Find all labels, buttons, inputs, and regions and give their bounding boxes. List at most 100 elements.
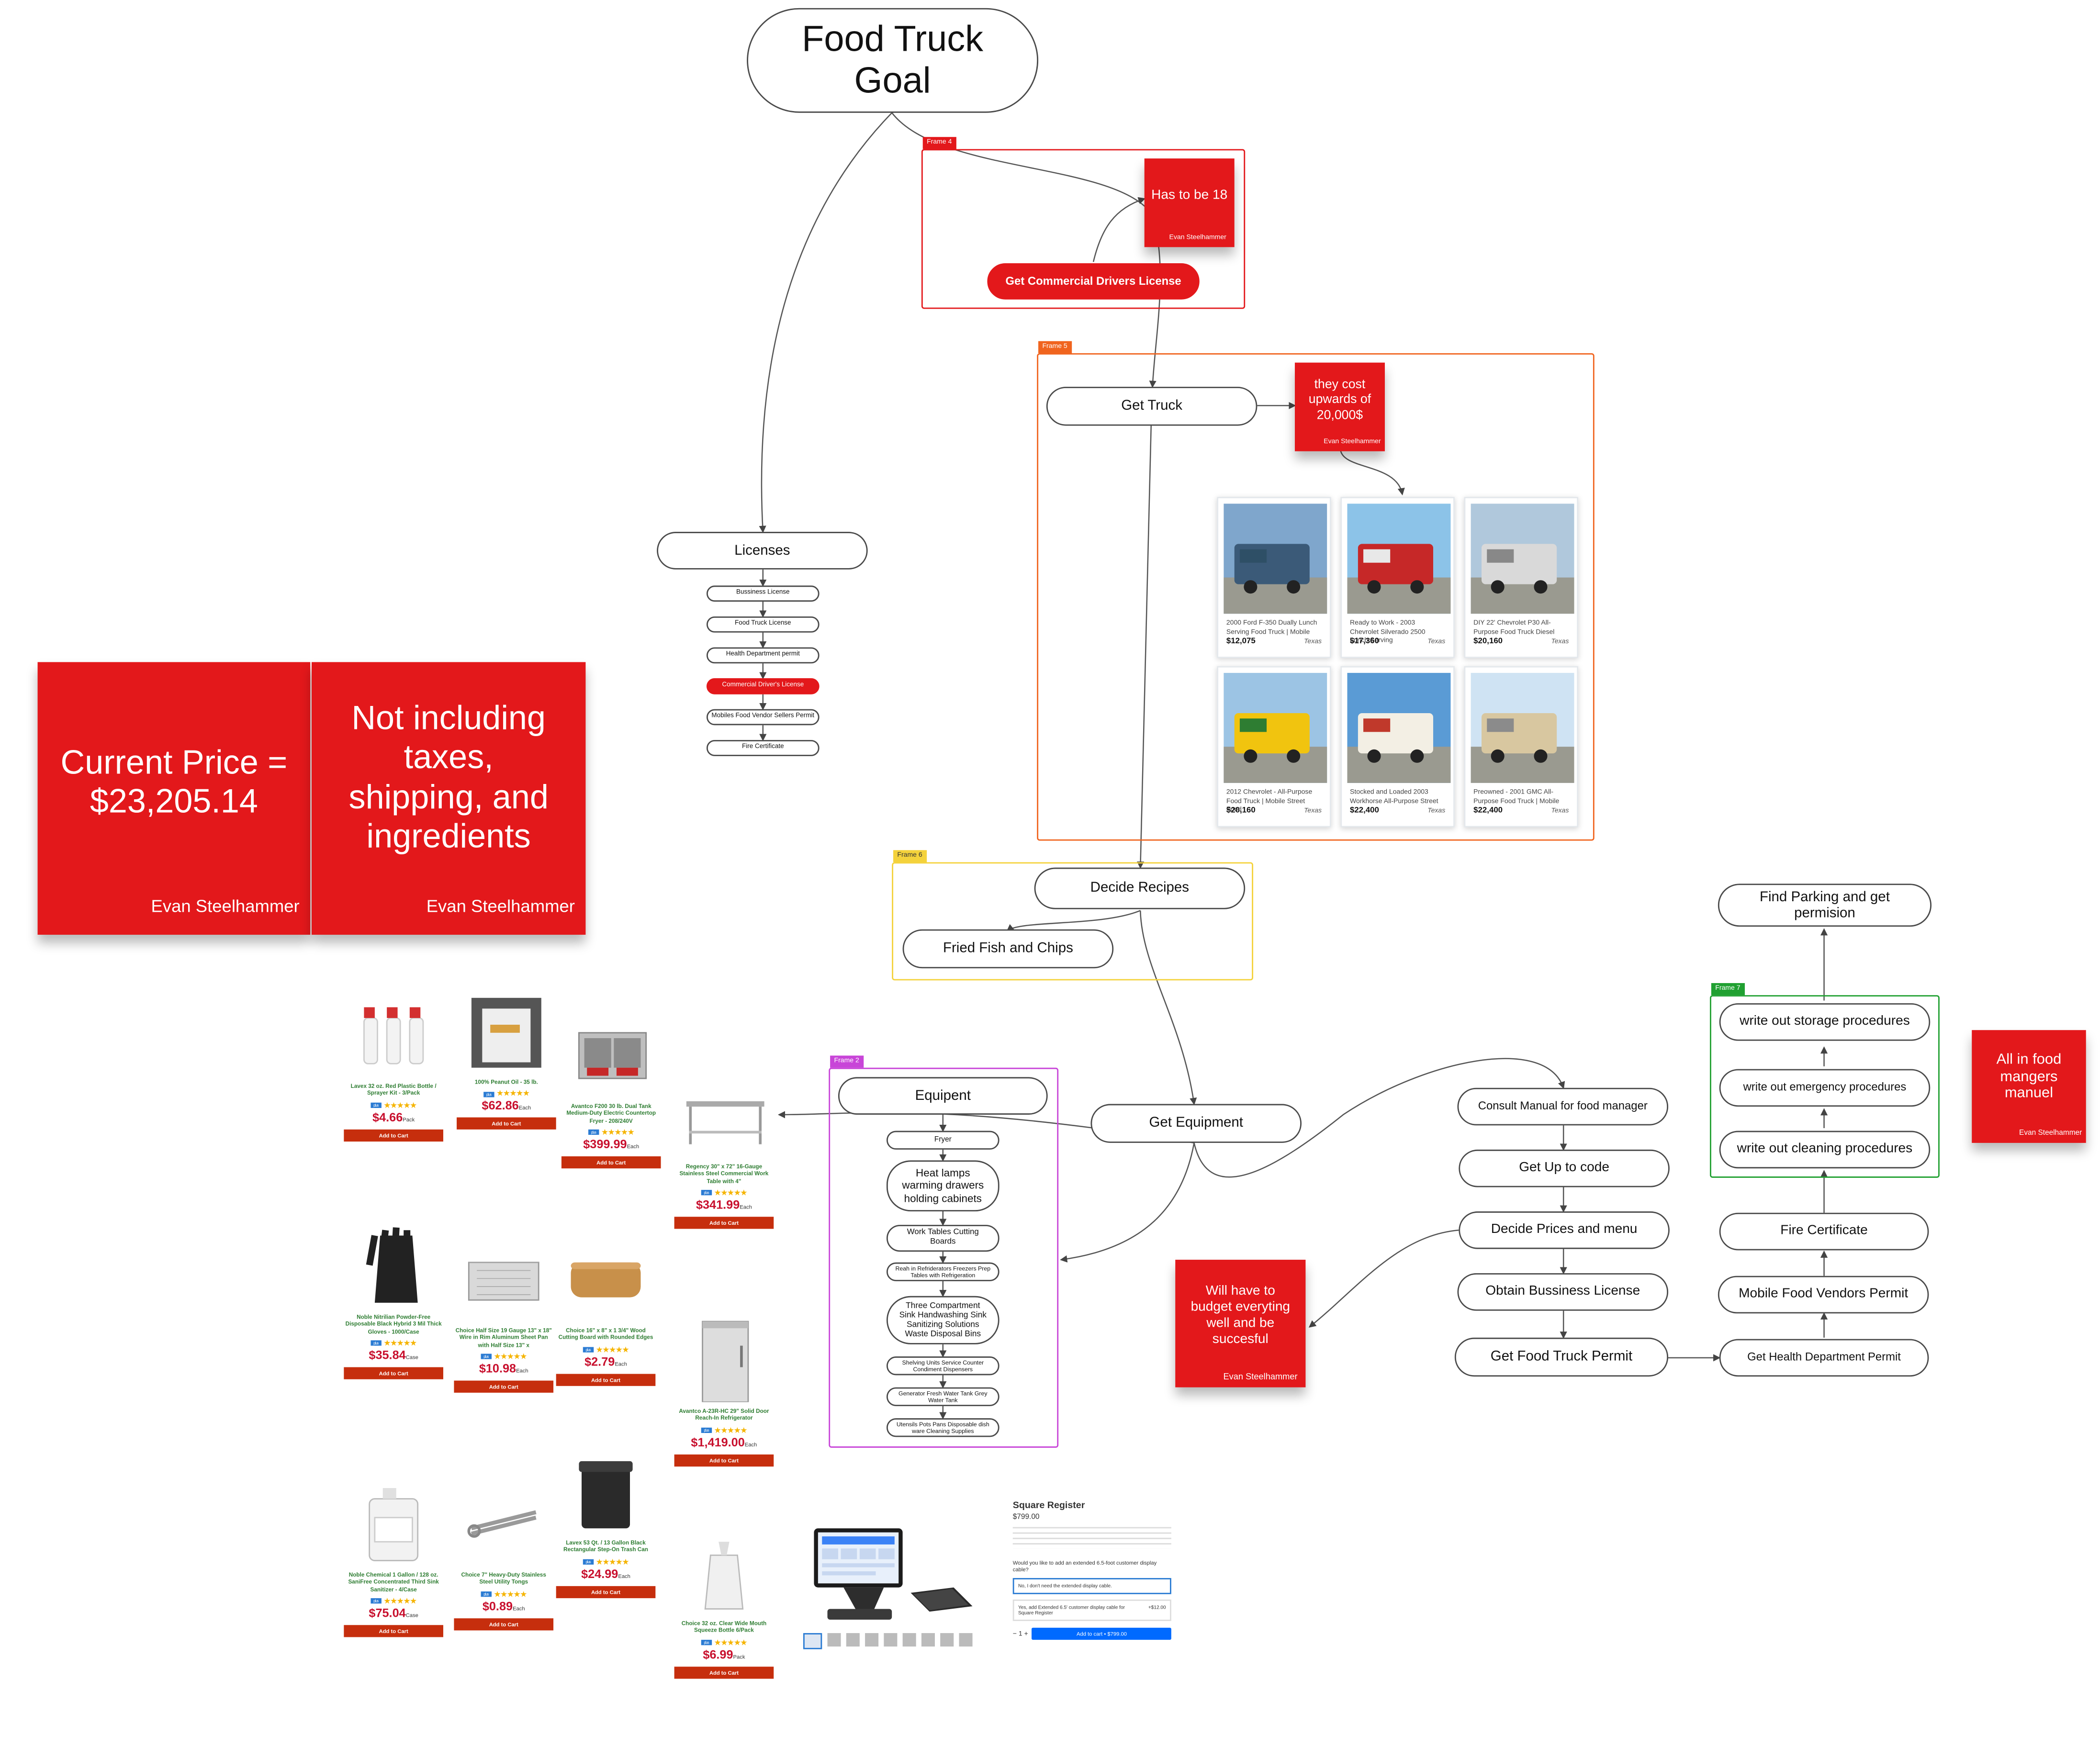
frame-tag: Frame 4: [922, 137, 956, 149]
cdl-node[interactable]: Get Commercial Drivers License: [987, 263, 1200, 300]
product-name[interactable]: Choice 16" x 8" x 1 3/4" Wood Cutting Bo…: [558, 1327, 653, 1341]
product-card[interactable]: Choice 7" Heavy-Duty Stainless Steel Uti…: [454, 1483, 554, 1630]
product-name[interactable]: Choice 7" Heavy-Duty Stainless Steel Uti…: [461, 1571, 546, 1585]
add-to-cart-button[interactable]: Add to Cart: [344, 1624, 443, 1637]
product-name[interactable]: Avantco A-23R-HC 29" Solid Door Reach-In…: [679, 1407, 769, 1421]
add-to-cart-button[interactable]: Add to Cart: [674, 1454, 774, 1466]
rating-stars-icon: plus★★★★★: [674, 1188, 774, 1198]
license-item[interactable]: Bussiness License: [706, 585, 820, 602]
add-to-cart-label: Add to Cart: [591, 1376, 621, 1383]
equipment-node[interactable]: Equipent: [838, 1077, 1048, 1115]
product-card[interactable]: Choice 16" x 8" x 1 3/4" Wood Cutting Bo…: [556, 1238, 656, 1386]
get-truck-node[interactable]: Get Truck: [1046, 387, 1258, 426]
fried-fish-node[interactable]: Fried Fish and Chips: [902, 929, 1114, 969]
cleaning-node[interactable]: write out cleaning procedures: [1719, 1130, 1931, 1169]
product-card[interactable]: Lavex 32 oz. Red Plastic Bottle / Spraye…: [344, 994, 443, 1141]
product-name[interactable]: Lavex 53 Qt. / 13 Gallon Black Rectangul…: [563, 1539, 648, 1553]
product-name[interactable]: Choice Half Size 19 Gauge 13" x 18" Wire…: [455, 1327, 552, 1348]
sticky-author: Evan Steelhammer: [426, 895, 575, 916]
sticky-note-cost[interactable]: they cost upwards of 20,000$ Evan Steelh…: [1294, 362, 1385, 451]
product-card[interactable]: Choice Half Size 19 Gauge 13" x 18" Wire…: [454, 1238, 554, 1393]
sticky-note-manual[interactable]: All in food mangers manuel Evan Steelham…: [1972, 1030, 2086, 1143]
product-card[interactable]: Regency 30" x 72" 16-Gauge Stainless Ste…: [674, 1074, 774, 1229]
sticky-note-not-including[interactable]: Not including taxes, shipping, and ingre…: [311, 662, 586, 935]
product-card[interactable]: 100% Peanut Oil - 35 lb.plus★★★★★$62.86E…: [457, 990, 556, 1130]
product-name[interactable]: Avantco F200 30 lb. Dual Tank Medium-Dut…: [566, 1102, 656, 1124]
sticky-note-budget[interactable]: Will have to budget everyting well and b…: [1175, 1260, 1306, 1388]
get-food-truck-permit-node[interactable]: Get Food Truck Permit: [1454, 1337, 1669, 1377]
product-card[interactable]: Choice 32 oz. Clear Wide Mouth Squeeze B…: [674, 1531, 774, 1679]
equipment-item[interactable]: Shelving Units Service Counter Condiment…: [886, 1356, 999, 1376]
product-card[interactable]: Noble Nitrilian Powder-Free Disposable B…: [344, 1225, 443, 1379]
truck-listing-card[interactable]: Preowned - 2001 GMC All-Purpose Food Tru…: [1464, 666, 1579, 828]
product-price: $10.98: [479, 1361, 517, 1375]
license-item[interactable]: Food Truck License: [706, 616, 820, 633]
add-to-cart-button[interactable]: Add to Cart: [556, 1585, 656, 1598]
add-to-cart-button[interactable]: Add to Cart: [674, 1666, 774, 1679]
truck-listing-card[interactable]: Stocked and Loaded 2003 Workhorse All-Pu…: [1340, 666, 1455, 828]
mobile-vendors-node[interactable]: Mobile Food Vendors Permit: [1718, 1276, 1929, 1314]
square-option-2[interactable]: Yes, add Extended 6.5' customer display …: [1012, 1600, 1171, 1622]
frame-6[interactable]: Frame 6: [892, 850, 1253, 981]
add-to-cart-button[interactable]: Add to Cart: [454, 1617, 554, 1630]
get-up-to-code-node[interactable]: Get Up to code: [1459, 1149, 1670, 1187]
add-to-cart-button[interactable]: Add to Cart: [454, 1380, 554, 1393]
product-name[interactable]: 100% Peanut Oil - 35 lb.: [474, 1078, 538, 1086]
product-card[interactable]: Noble Chemical 1 Gallon / 128 oz. SaniFr…: [344, 1483, 443, 1637]
equipment-item-label: Generator Fresh Water Tank Grey Water Ta…: [898, 1390, 988, 1404]
product-card[interactable]: Avantco A-23R-HC 29" Solid Door Reach-In…: [674, 1319, 774, 1466]
frame-7[interactable]: Frame 7: [1710, 983, 1940, 1178]
add-to-cart-button[interactable]: Add to Cart: [344, 1129, 443, 1141]
add-to-cart-button[interactable]: Add to Cart: [674, 1216, 774, 1229]
product-card[interactable]: Lavex 53 Qt. / 13 Gallon Black Rectangul…: [556, 1450, 656, 1598]
equipment-item[interactable]: Three Compartment Sink Handwashing Sink …: [886, 1296, 999, 1344]
add-to-cart-button[interactable]: Add to Cart: [561, 1156, 661, 1168]
rating-stars-icon: plus★★★★★: [454, 1589, 553, 1599]
add-to-cart-button[interactable]: Add to Cart: [556, 1373, 656, 1386]
frame-2[interactable]: Frame 2: [829, 1055, 1059, 1448]
equipment-item[interactable]: Fryer: [886, 1130, 999, 1150]
frame-4[interactable]: Frame 4: [921, 137, 1246, 309]
license-item[interactable]: Mobiles Food Vendor Sellers Permit: [706, 709, 820, 726]
product-name[interactable]: Lavex 32 oz. Red Plastic Bottle / Spraye…: [350, 1082, 437, 1097]
consult-manual-node[interactable]: Consult Manual for food manager: [1457, 1087, 1669, 1126]
storage-node[interactable]: write out storage procedures: [1719, 1003, 1931, 1041]
truck-listing-card[interactable]: 2000 Ford F-350 Dually Lunch Serving Foo…: [1217, 497, 1331, 658]
sticky-note-current-price[interactable]: Current Price = $23,205.14 Evan Steelham…: [37, 662, 311, 935]
product-name[interactable]: Regency 30" x 72" 16-Gauge Stainless Ste…: [679, 1163, 769, 1184]
equipment-item[interactable]: Generator Fresh Water Tank Grey Water Ta…: [886, 1387, 999, 1406]
add-to-cart-button[interactable]: Add to Cart: [344, 1366, 443, 1379]
decide-prices-node[interactable]: Decide Prices and menu: [1459, 1211, 1670, 1249]
quantity-stepper[interactable]: − 1 +: [1012, 1630, 1028, 1638]
product-name[interactable]: Noble Chemical 1 Gallon / 128 oz. SaniFr…: [348, 1571, 439, 1592]
equipment-item[interactable]: Reah in Refriderators Freezers Prep Tabl…: [886, 1262, 999, 1281]
sticky-note-age[interactable]: Has to be 18 Evan Steelhammer: [1144, 158, 1235, 247]
add-to-cart-button[interactable]: Add to Cart: [457, 1118, 556, 1130]
product-name[interactable]: Noble Nitrilian Powder-Free Disposable B…: [345, 1313, 442, 1334]
license-item-label: Commercial Driver's License: [722, 683, 804, 690]
product-card[interactable]: Avantco F200 30 lb. Dual Tank Medium-Dut…: [561, 1014, 661, 1168]
get-equipment-node[interactable]: Get Equipment: [1090, 1104, 1302, 1143]
license-item[interactable]: Commercial Driver's License: [706, 678, 820, 694]
obtain-business-node[interactable]: Obtain Bussiness License: [1457, 1273, 1669, 1311]
square-add-to-cart-button[interactable]: Add to cart • $799.00: [1032, 1628, 1171, 1641]
food-truck-goal-node[interactable]: Food Truck Goal: [747, 8, 1039, 113]
truck-listing-card[interactable]: Ready to Work - 2003 Chevrolet Silverado…: [1340, 497, 1455, 658]
licenses-node[interactable]: Licenses: [657, 532, 868, 570]
decide-recipes-node[interactable]: Decide Recipes: [1034, 867, 1246, 909]
square-option-1[interactable]: No, I don't need the extended display ca…: [1012, 1578, 1171, 1595]
product-name[interactable]: Choice 32 oz. Clear Wide Mouth Squeeze B…: [681, 1620, 767, 1634]
license-item[interactable]: Health Department permit: [706, 647, 820, 664]
parking-node[interactable]: Find Parking and get permision: [1718, 884, 1932, 927]
license-item-label: Mobiles Food Vendor Sellers Permit: [711, 713, 815, 720]
fire-certificate-node[interactable]: Fire Certificate: [1719, 1212, 1929, 1251]
license-item[interactable]: Fire Certificate: [706, 740, 820, 756]
get-health-permit-node[interactable]: Get Health Department Permit: [1719, 1339, 1929, 1377]
equipment-item[interactable]: Utensils Pots Pans Disposable dish ware …: [886, 1418, 999, 1437]
equipment-item[interactable]: Heat lamps warming drawers holding cabin…: [886, 1160, 999, 1212]
truck-listing-card[interactable]: 2012 Chevrolet - All-Purpose Food Truck …: [1217, 666, 1331, 828]
frame-5[interactable]: Frame 5: [1037, 341, 1595, 841]
emergency-node[interactable]: write out emergency procedures: [1719, 1069, 1931, 1107]
truck-listing-card[interactable]: DIY 22' Chevrolet P30 All-Purpose Food T…: [1464, 497, 1579, 658]
equipment-item[interactable]: Work Tables Cutting Boards: [886, 1225, 999, 1252]
